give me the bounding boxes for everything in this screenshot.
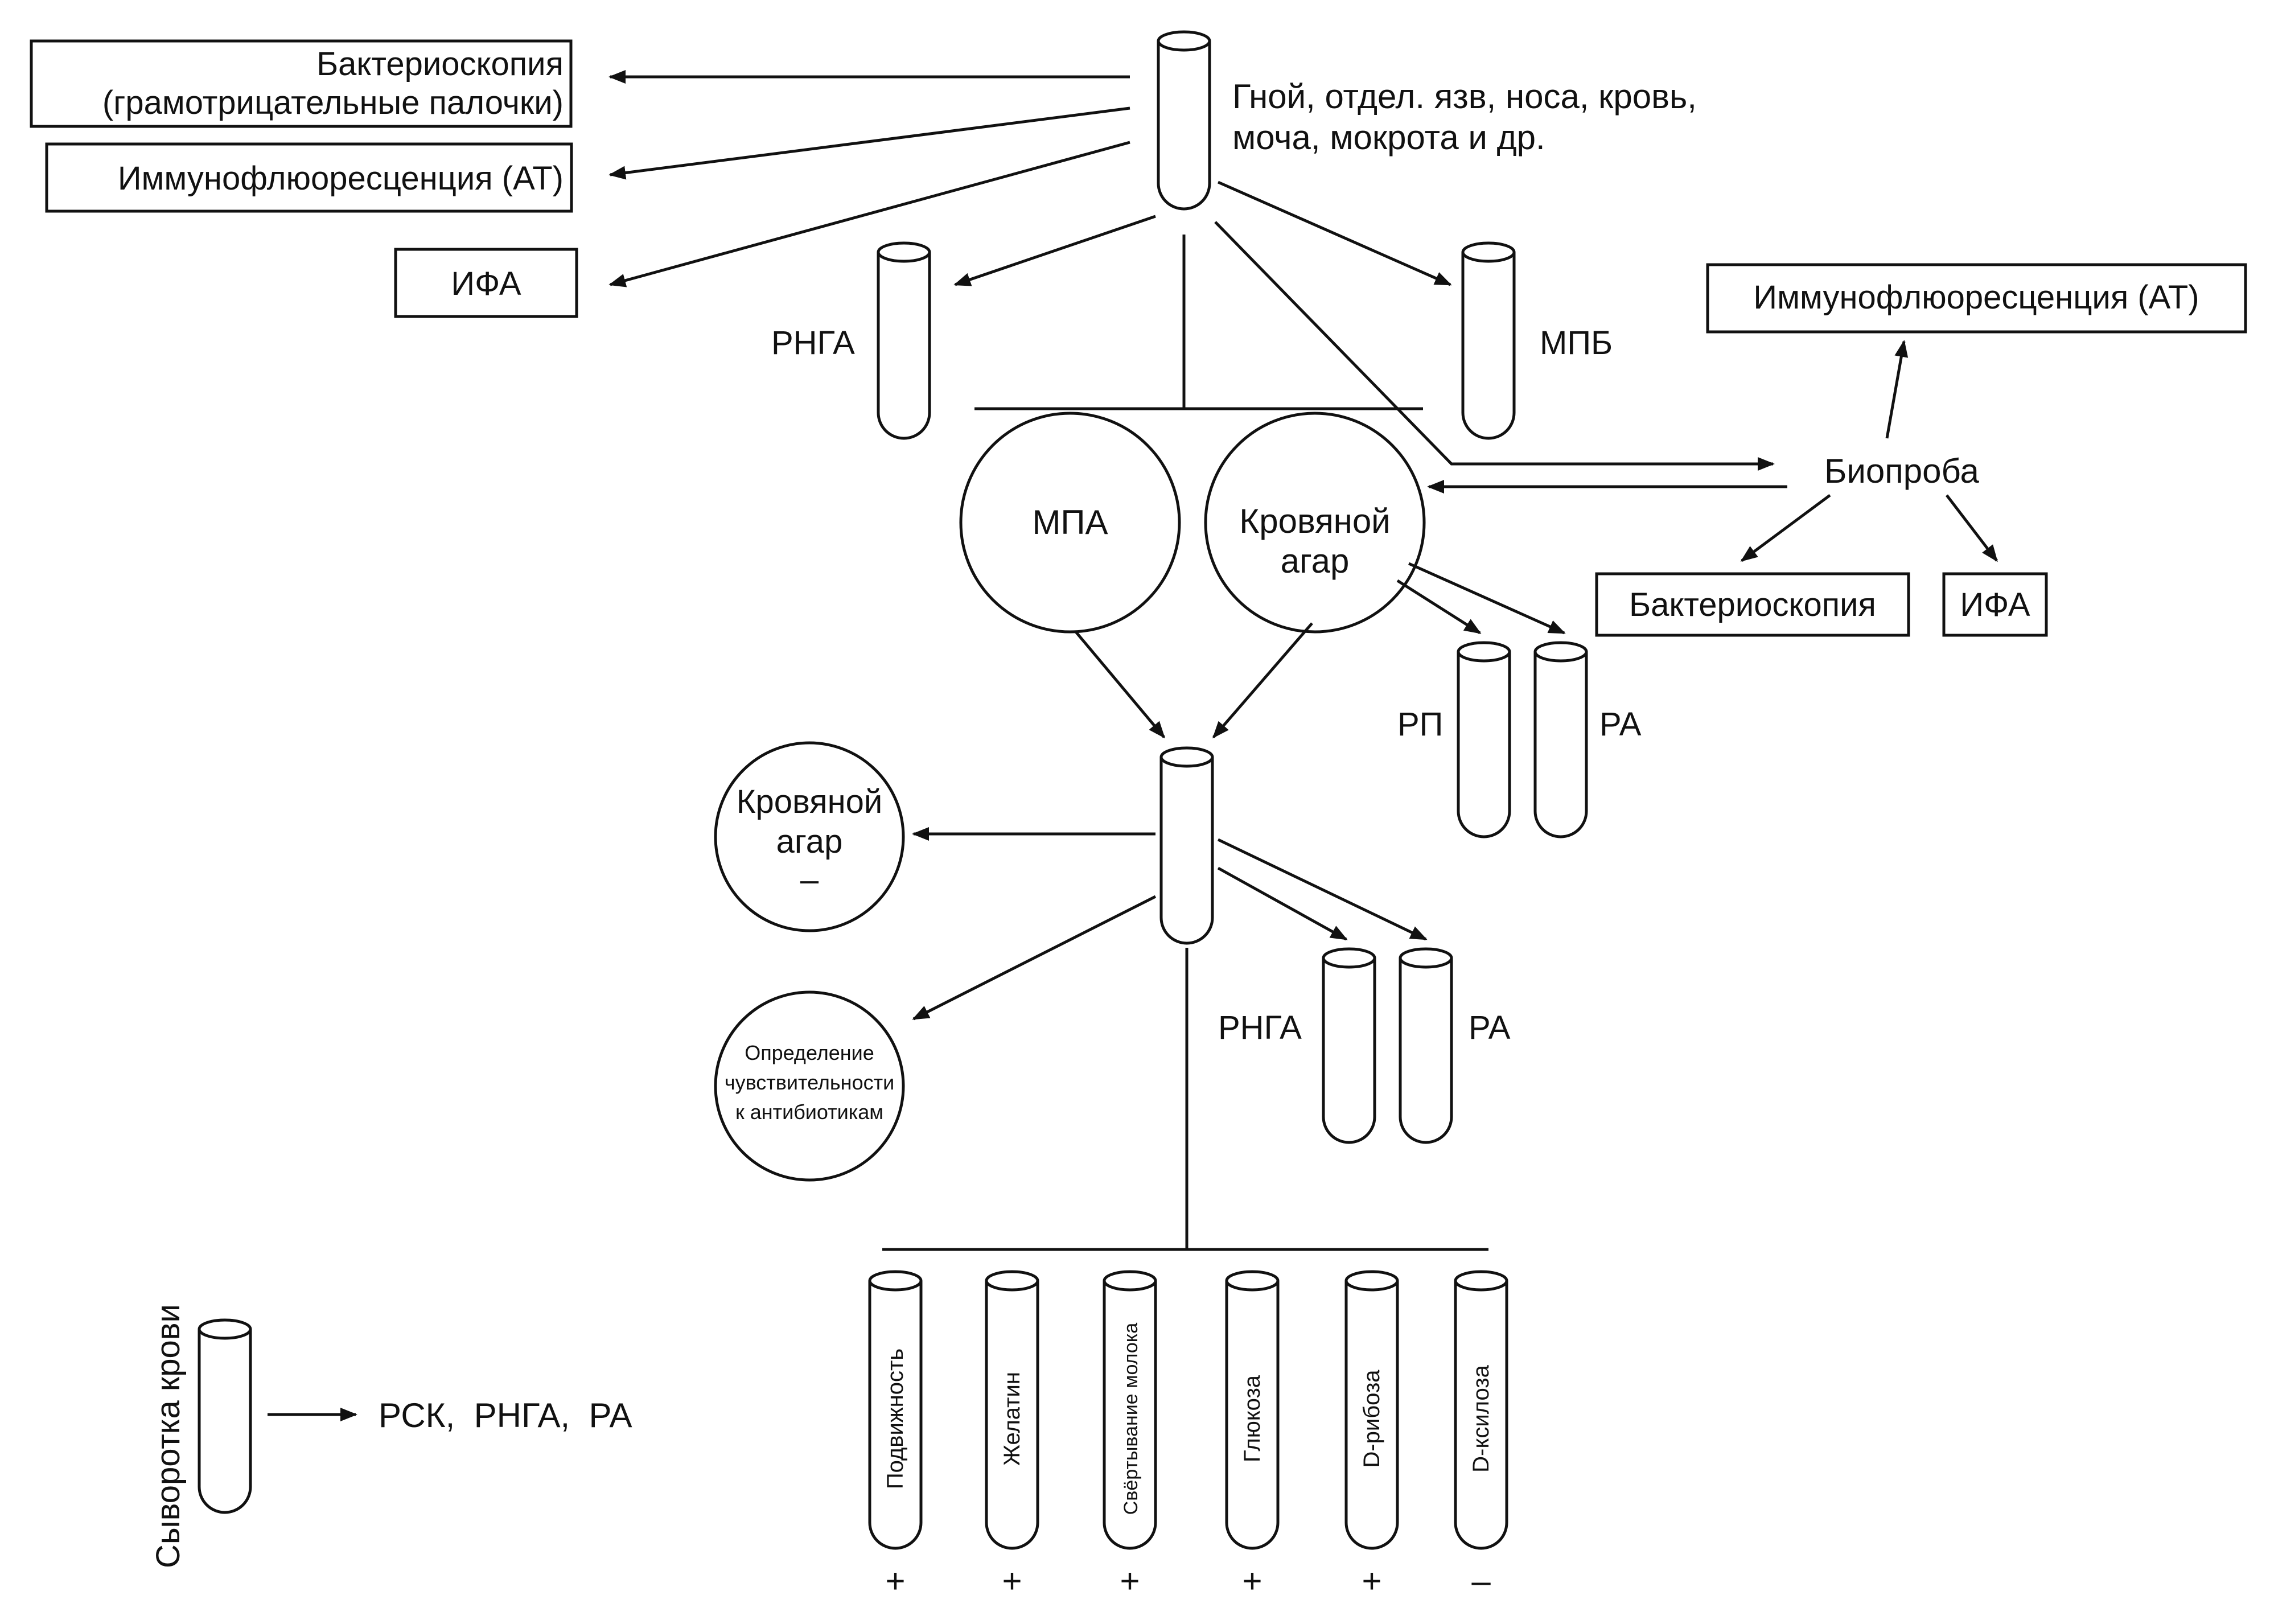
blood-agar-label: Кровяной	[1239, 502, 1390, 540]
biochem-test-result: +	[1242, 1562, 1262, 1600]
culture-ra-label: РА	[1469, 1009, 1511, 1046]
specimen-label: моча, мокрота и др.	[1232, 118, 1545, 157]
blood-agar-result-label: Кровяной	[737, 783, 883, 820]
biochem-test-label: Желатин	[1000, 1372, 1025, 1466]
blood-agar-plate: Кровяной агар	[1204, 412, 1426, 634]
ra-label: РА	[1599, 706, 1642, 743]
biochem-tube: D-ксилоза –	[1454, 1270, 1508, 1600]
biochem-test-result: +	[1120, 1562, 1140, 1600]
arrow-mpa-to-culture	[1075, 631, 1165, 739]
mpa-label: МПА	[1032, 503, 1108, 541]
rnga-label: РНГА	[771, 324, 855, 361]
bioassay-bacterioscopy-box: Бактериоскопия	[1595, 572, 1910, 637]
culture-ra-tube	[1399, 947, 1453, 1144]
biochem-test-result: +	[1362, 1562, 1381, 1600]
arrow-to-bioassay-immunofluorescence	[1885, 340, 1909, 439]
bioassay-ifa-box: ИФА	[1942, 572, 2048, 637]
arrow-to-rp	[1396, 579, 1482, 635]
bacterioscopy-label: (грамотрицательные палочки)	[102, 84, 564, 121]
ifa-box: ИФА	[394, 248, 578, 318]
mpb-label: МПБ	[1540, 324, 1613, 361]
biochem-test-result: +	[885, 1562, 905, 1600]
ra-tube	[1533, 641, 1588, 838]
sensitivity-label: чувствительности	[725, 1071, 894, 1094]
bioassay-ifa-label: ИФА	[1960, 586, 2030, 623]
arrow-to-culture-rnga	[1217, 866, 1348, 941]
antibiotic-sensitivity-plate: Определение чувствительности к антибиоти…	[714, 990, 905, 1182]
arrow-to-ra	[1408, 562, 1566, 635]
rp-label: РП	[1397, 706, 1443, 743]
blood-agar-result-label: агар	[776, 823, 843, 860]
immunofluorescence-box: Иммунофлюоресценция (АТ)	[45, 142, 573, 213]
mpa-plate: МПА	[959, 412, 1181, 634]
serum-tests-label: РСК, РНГА, РА	[379, 1396, 632, 1434]
rnga-tube	[877, 241, 931, 440]
ifa-label: ИФА	[451, 265, 521, 302]
sensitivity-label: Определение	[745, 1041, 874, 1064]
serum-label: Сыворотка крови	[150, 1304, 187, 1568]
blood-agar-result-plate: Кровяной агар –	[714, 741, 905, 932]
arrow-to-sensitivity	[912, 895, 1157, 1021]
biochem-tube: D-рибоза +	[1344, 1270, 1399, 1600]
biochem-test-result: +	[1002, 1562, 1022, 1600]
rp-tube	[1457, 641, 1511, 838]
biochem-test-label: Глюкоза	[1240, 1375, 1265, 1462]
culture-rnga-label: РНГА	[1218, 1009, 1302, 1046]
sensitivity-label: к антибиотикам	[735, 1100, 883, 1124]
arrow-to-bioassay-bacterioscopy	[1740, 494, 1831, 562]
arrow-to-ifa	[608, 141, 1130, 287]
bioassay-immunofluorescence-box: Иммунофлюоресценция (АТ)	[1706, 263, 2247, 334]
immunofluorescence-label: Иммунофлюоресценция (АТ)	[118, 160, 564, 197]
specimen-tube	[1157, 30, 1211, 211]
biochem-test-label: Подвижность	[883, 1348, 908, 1489]
bioassay-bacterioscopy-label: Бактериоскопия	[1629, 586, 1876, 623]
pure-culture-tube	[1159, 746, 1214, 945]
bacterioscopy-label: Бактериоскопия	[316, 46, 564, 83]
arrow-to-immunofluorescence	[608, 106, 1130, 180]
blood-agar-result-sign: –	[800, 861, 819, 898]
arrow-to-culture-ra	[1217, 838, 1428, 941]
biochem-test-result: –	[1471, 1562, 1491, 1600]
biochem-test-label: D-ксилоза	[1469, 1364, 1494, 1472]
arrow-to-mpb	[1217, 180, 1452, 286]
culture-rnga-tube	[1322, 947, 1376, 1144]
bioassay-label: Биопроба	[1824, 452, 1979, 490]
biochem-tube: Свёртывание молока +	[1103, 1270, 1157, 1600]
biochemical-tests: Подвижность+Желатин+Свёртывание молока+Г…	[868, 1270, 1508, 1600]
serum-tube	[198, 1318, 252, 1514]
blood-agar-label: агар	[1281, 542, 1350, 580]
bioassay-immunofluorescence-label: Иммунофлюоресценция (АТ)	[1753, 279, 2199, 316]
specimen-label: Гной, отдел. язв, носа, кровь,	[1232, 77, 1697, 116]
arrow-to-bioassay-ifa	[1946, 494, 1998, 562]
biochem-tube: Желатин +	[985, 1270, 1039, 1600]
arrow-to-bioassay	[1214, 221, 1775, 471]
biochem-tube: Подвижность +	[868, 1270, 923, 1600]
arrow-blood-agar-to-culture	[1212, 622, 1313, 739]
bacterioscopy-box: Бактериоскопия (грамотрицательные палочк…	[30, 39, 573, 128]
biochem-test-label: Свёртывание молока	[1120, 1323, 1142, 1515]
biochem-test-label: D-рибоза	[1359, 1370, 1384, 1468]
mpb-tube	[1461, 241, 1516, 440]
biochem-tube: Глюкоза +	[1225, 1270, 1280, 1600]
arrow-to-rnga	[953, 215, 1156, 286]
